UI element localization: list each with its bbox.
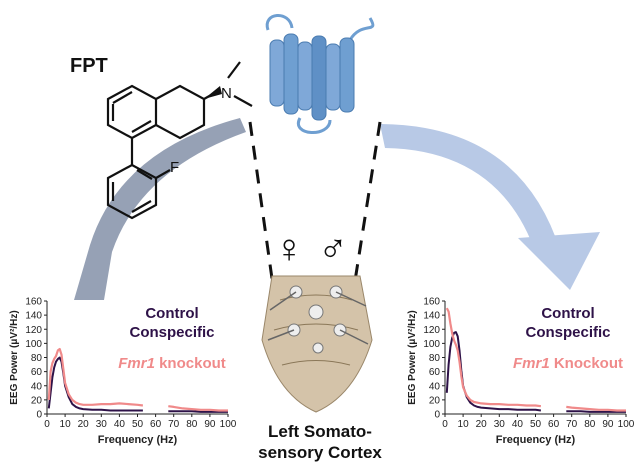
x-axis-label: Frequency (Hz) — [496, 434, 576, 446]
legend-knockout-right: Fmr1 Knockout — [513, 355, 623, 372]
eeg-chart-right: 0 10 20 30 40 50 60 70 80 90 100 0 20 40 60 80 100 120 140… — [407, 297, 635, 447]
eeg-chart-left: 0 10 20 30 40 50 60 70 80 90 100 0 20 40 60 80 100 120 140… — [9, 297, 237, 447]
male-symbol: ♂ — [318, 227, 348, 271]
x-axis-label: Frequency (Hz) — [98, 434, 178, 446]
dashed-line-right — [350, 121, 382, 301]
x-tick-label: 90 — [602, 419, 614, 430]
right-curved-arrow — [380, 124, 600, 290]
x-tick-label: 70 — [168, 419, 180, 430]
legend-conspecific-right: Conspecific — [525, 324, 610, 341]
x-tick-label: 10 — [458, 419, 470, 430]
series-line-control-high — [566, 410, 626, 413]
compound-name: FPT — [70, 55, 108, 77]
receptor-icon — [265, 14, 375, 134]
x-tick-label: 40 — [512, 419, 524, 430]
x-tick-label: 20 — [78, 419, 90, 430]
legend-conspecific-left: Conspecific — [129, 324, 214, 341]
x-tick-label: 100 — [618, 419, 635, 430]
y-tick-label: 60 — [429, 367, 441, 378]
x-tick-label: 80 — [584, 419, 596, 430]
x-tick-label: 40 — [114, 419, 126, 430]
y-tick-label: 0 — [434, 410, 440, 421]
x-tick-label: 30 — [96, 419, 108, 430]
y-axis-label: EEG Power (μV²/Hz) — [9, 310, 20, 404]
y-tick-label: 20 — [429, 395, 441, 406]
region-label-line1: Left Somato- — [268, 422, 372, 441]
x-tick-label: 30 — [494, 419, 506, 430]
y-tick-label: 120 — [423, 325, 440, 336]
x-tick-label: 70 — [566, 419, 578, 430]
series-line-knockout-low — [47, 347, 144, 407]
legend-control-left: Control — [145, 305, 198, 322]
y-tick-label: 120 — [25, 325, 42, 336]
legend-knockout-left: Fmr1 knockout — [118, 355, 226, 372]
x-tick-label: 100 — [220, 419, 237, 430]
y-tick-label: 80 — [429, 353, 441, 364]
y-tick-label: 80 — [31, 353, 43, 364]
y-tick-label: 40 — [31, 381, 43, 392]
legend-control-right: Control — [541, 305, 594, 322]
y-tick-label: 140 — [25, 311, 42, 322]
x-tick-label: 50 — [132, 419, 144, 430]
x-tick-label: 20 — [476, 419, 488, 430]
x-tick-label: 90 — [204, 419, 216, 430]
series-line-control-low — [47, 356, 143, 412]
y-tick-label: 100 — [423, 339, 440, 350]
series-line-knockout-high — [566, 405, 626, 412]
region-label-line2: sensory Cortex — [258, 443, 382, 462]
nitrogen-atom: N — [221, 85, 232, 102]
y-tick-label: 60 — [31, 367, 43, 378]
x-tick-label: 0 — [44, 419, 50, 430]
y-tick-label: 160 — [423, 297, 440, 308]
mouse-head-illustration — [261, 275, 373, 413]
dashed-line-left — [248, 121, 277, 301]
y-tick-label: 100 — [25, 339, 42, 350]
fluorine-atom: F — [170, 159, 179, 176]
wedge-bond — [204, 86, 222, 99]
y-tick-label: 40 — [429, 381, 441, 392]
x-tick-label: 50 — [530, 419, 542, 430]
y-tick-label: 20 — [31, 395, 43, 406]
female-symbol: ♀ — [274, 227, 304, 271]
series-line-control-high — [168, 410, 228, 413]
y-tick-label: 160 — [25, 297, 42, 308]
x-tick-label: 60 — [548, 419, 560, 430]
series-line-knockout-high — [168, 405, 228, 412]
y-axis-label: EEG Power (μV²/Hz) — [407, 310, 418, 404]
left-curved-arrow — [74, 118, 246, 300]
x-tick-label: 60 — [150, 419, 162, 430]
x-tick-label: 80 — [186, 419, 198, 430]
y-tick-label: 140 — [423, 311, 440, 322]
x-tick-label: 10 — [60, 419, 72, 430]
y-tick-label: 0 — [36, 410, 42, 421]
x-tick-label: 0 — [442, 419, 448, 430]
series-line-knockout-low — [445, 307, 542, 408]
